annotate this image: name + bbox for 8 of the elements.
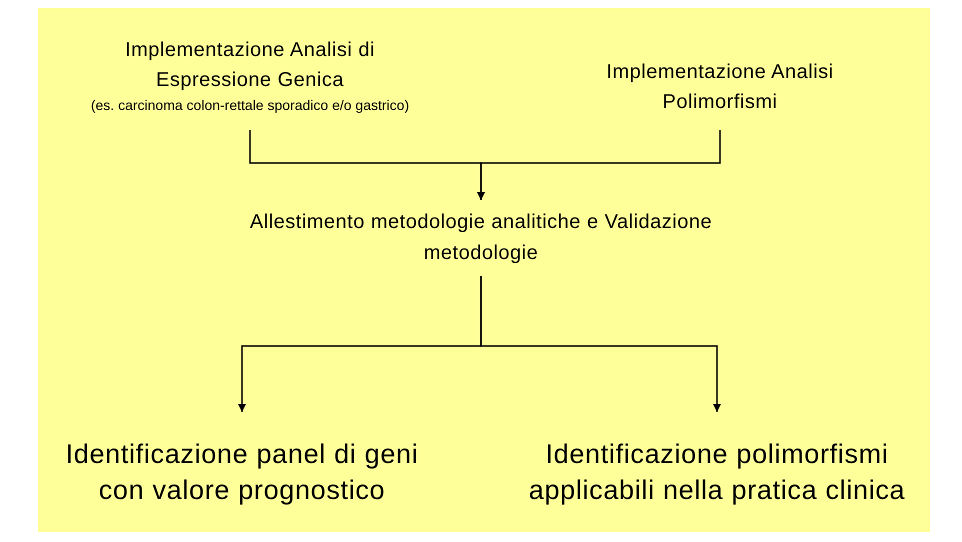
- step-label: Identificazione panel di geni con valore prognostico: [64, 438, 420, 507]
- step-label: Implementazione Analisi di Espressione Genica: [124, 38, 376, 93]
- step-label: Allestimento metodologie analitiche e Validazione metodologie: [248, 210, 714, 266]
- connector-arrow: [480, 276, 721, 412]
- step-label: Implementazione Analisi Polimorfismi: [605, 60, 835, 115]
- step-note: (es. carcinoma colon-rettale sporadico e/o gastrico): [90, 96, 410, 115]
- connector-arrow: [477, 130, 721, 200]
- step-label: Identificazione polimorfismi applicabili nella pratica clinica: [528, 438, 906, 507]
